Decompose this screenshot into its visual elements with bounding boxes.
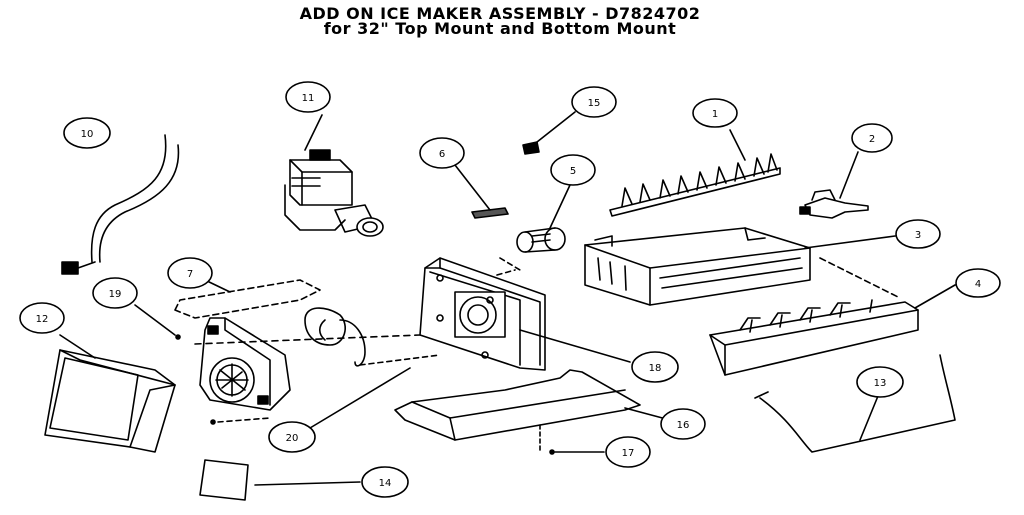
part-13-shutoff-arm xyxy=(754,354,956,453)
svg-text:5: 5 xyxy=(570,166,576,177)
part-16-cover xyxy=(394,369,671,441)
part-6-strip xyxy=(454,164,509,219)
callout-18: 18 xyxy=(631,351,679,383)
part-14-label xyxy=(199,459,361,501)
part-19-mounting-plate xyxy=(134,304,291,411)
svg-text:15: 15 xyxy=(588,98,601,109)
svg-text:7: 7 xyxy=(187,269,193,280)
callout-10: 10 xyxy=(63,117,111,149)
part-2-bracket xyxy=(799,151,869,219)
callout-11: 11 xyxy=(285,81,331,113)
svg-text:16: 16 xyxy=(677,420,690,431)
callout-4: 4 xyxy=(955,268,1001,298)
part-12-front-cover xyxy=(44,334,176,453)
svg-text:17: 17 xyxy=(622,448,635,459)
svg-text:18: 18 xyxy=(649,363,662,374)
svg-text:12: 12 xyxy=(36,314,49,325)
svg-text:6: 6 xyxy=(439,149,445,160)
callout-5: 5 xyxy=(550,154,596,186)
svg-text:10: 10 xyxy=(81,129,94,140)
svg-text:1: 1 xyxy=(712,109,718,120)
svg-text:13: 13 xyxy=(874,378,887,389)
callout-3: 3 xyxy=(895,219,941,249)
callout-20: 20 xyxy=(268,421,316,453)
callout-19: 19 xyxy=(92,277,138,309)
callout-2: 2 xyxy=(851,123,893,153)
diagram-subtitle: for 32" Top Mount and Bottom Mount xyxy=(323,19,677,38)
callout-17: 17 xyxy=(605,436,651,468)
diagram-title: ADD ON ICE MAKER ASSEMBLY - D7824702 xyxy=(299,4,701,23)
svg-text:20: 20 xyxy=(286,433,299,444)
dashed-leader-19 xyxy=(194,334,421,345)
part-17-screw xyxy=(539,424,605,455)
svg-text:2: 2 xyxy=(869,134,875,145)
svg-text:19: 19 xyxy=(109,289,122,300)
part-15-clip xyxy=(522,111,576,155)
part-4-stripper xyxy=(709,284,956,376)
callout-14: 14 xyxy=(361,466,409,498)
part-18-housing xyxy=(419,257,631,371)
callout-13: 13 xyxy=(856,366,904,398)
part-3-ice-mold xyxy=(584,227,896,306)
part-20-connector xyxy=(210,354,441,429)
callout-16: 16 xyxy=(660,408,706,440)
callout-7: 7 xyxy=(167,257,213,289)
callout-15: 15 xyxy=(571,86,617,118)
part-1-ejector-blades xyxy=(609,129,781,217)
callout-12: 12 xyxy=(19,302,65,334)
part-7-motor-gear xyxy=(174,279,366,367)
dashed-leader-3-4 xyxy=(819,257,901,299)
svg-text:11: 11 xyxy=(302,93,315,104)
callout-1: 1 xyxy=(692,98,738,128)
svg-text:3: 3 xyxy=(915,230,921,241)
callout-6: 6 xyxy=(419,137,465,169)
svg-text:4: 4 xyxy=(975,279,981,290)
part-5-motor xyxy=(516,184,571,253)
part-10-wire-harness xyxy=(61,134,180,275)
dashed-leader-5 xyxy=(496,257,521,276)
svg-text:14: 14 xyxy=(379,478,392,489)
part-11-water-valve xyxy=(284,114,384,237)
